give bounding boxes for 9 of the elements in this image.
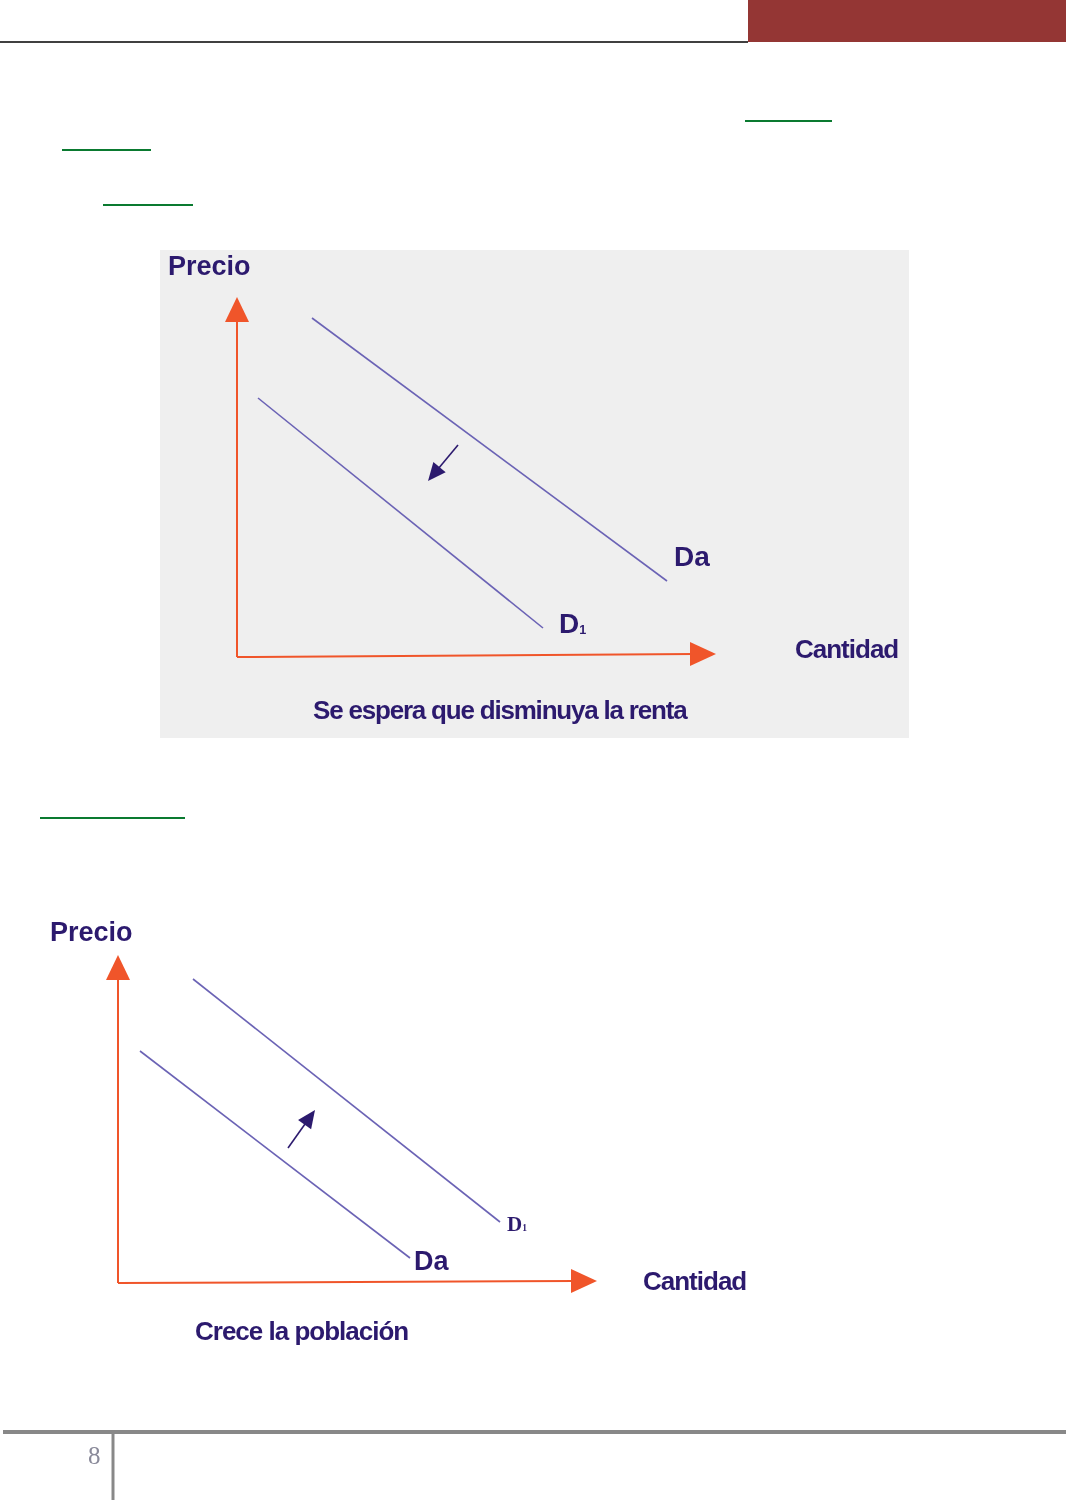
curve-label: Da [674,543,710,571]
axis-label: Cantidad [643,1268,747,1294]
page-number: 8 [88,1443,101,1468]
curve-label: Da [414,1248,449,1275]
axis-label: Cantidad [795,636,899,662]
chart-caption: Se espera que disminuya la renta [313,697,687,723]
axis-label: Precio [168,253,251,280]
axis-label: Precio [50,919,133,946]
chart-caption: Crece la población [195,1318,409,1344]
